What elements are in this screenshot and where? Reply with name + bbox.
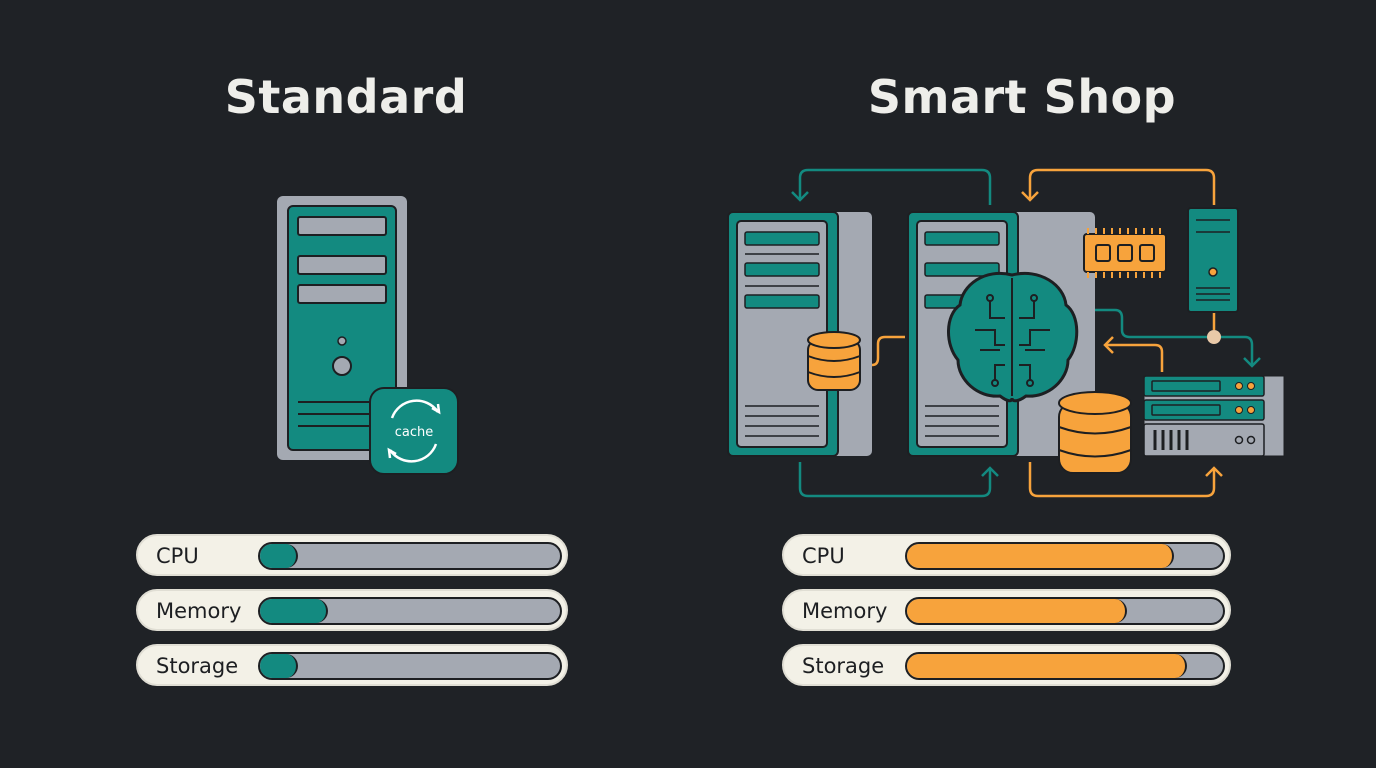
progress-fill: [260, 654, 298, 678]
flow-arrows: [791, 168, 1261, 498]
database-icon: [1058, 391, 1132, 474]
metric-bar-memory: Memory: [782, 589, 1231, 631]
progress-fill: [907, 544, 1175, 568]
small-server-icon: [1187, 207, 1239, 313]
standard-title: Standard: [224, 70, 468, 124]
progress-track: [258, 542, 562, 570]
progress-fill: [907, 654, 1188, 678]
metric-bar-storage: Storage: [782, 644, 1231, 686]
progress-fill: [260, 599, 328, 623]
progress-track: [905, 597, 1225, 625]
metric-label: CPU: [802, 544, 845, 568]
metric-bar-storage: Storage: [136, 644, 568, 686]
progress-track: [258, 597, 562, 625]
cache-badge: cache: [369, 387, 459, 475]
progress-track: [905, 542, 1225, 570]
metric-label: Memory: [802, 599, 888, 623]
server-tower-icon: [727, 211, 872, 457]
metric-bar-cpu: CPU: [136, 534, 568, 576]
cache-label: cache: [395, 425, 434, 440]
metric-bar-cpu: CPU: [782, 534, 1231, 576]
metric-bar-memory: Memory: [136, 589, 568, 631]
metric-label: Storage: [802, 654, 885, 678]
ram-chip-icon: [1083, 228, 1167, 278]
refresh-icon: [390, 399, 440, 419]
server-tower-icon: [277, 196, 407, 460]
progress-track: [258, 652, 562, 680]
brain-circuit-icon: [947, 272, 1079, 403]
rack-server-icon: [1143, 375, 1285, 457]
progress-track: [905, 652, 1225, 680]
progress-fill: [907, 599, 1128, 623]
metric-label: Memory: [156, 599, 242, 623]
smart-shop-title: Smart Shop: [867, 70, 1177, 124]
metric-label: Storage: [156, 654, 239, 678]
progress-fill: [260, 544, 298, 568]
metric-label: CPU: [156, 544, 199, 568]
junction-dot: [1207, 330, 1221, 344]
database-icon: [807, 331, 861, 391]
